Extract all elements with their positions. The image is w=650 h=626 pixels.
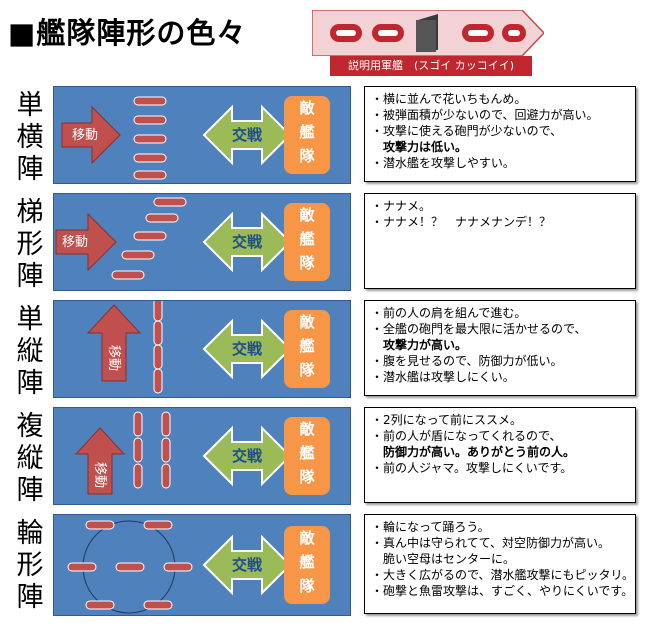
move-label: 移動 [92, 462, 107, 488]
enemy-fleet-box: 敵艦隊 [284, 526, 330, 604]
formation-name-line-ahead: 単縦陣 [16, 304, 44, 399]
enemy-fleet-box: 敵艦隊 [284, 417, 330, 495]
engage-label: 交戦 [232, 340, 263, 358]
move-label: 移動 [62, 235, 88, 250]
formation-note-line-abreast: ・横に並んで花いちもんめ。 ・被弾面積が少ないので、回避力が高い。 ・攻撃に使え… [364, 86, 636, 182]
formation-panel-line-abreast: 移動 交戦 敵艦隊 [53, 86, 351, 184]
formation-name-double-line: 複縦陣 [16, 411, 44, 506]
ships-line-abreast [133, 96, 167, 180]
engage-label: 交戦 [232, 126, 263, 144]
formation-panel-double-line: 移動 交戦 敵艦隊 [53, 407, 351, 505]
engage-label: 交戦 [232, 447, 263, 465]
formation-panel-echelon: 移動 交戦 敵艦隊 [53, 193, 351, 291]
move-arrow-icon [55, 212, 117, 272]
ships-echelon [111, 197, 187, 280]
enemy-fleet-box: 敵艦隊 [284, 203, 330, 281]
ships-line-ahead [153, 301, 163, 394]
formation-note-ring: ・輪になって踊ろう。 ・真ん中は守られてて、対空防御力が高い。 脆い空母はセンタ… [364, 514, 636, 614]
engage-label: 交戦 [232, 233, 263, 251]
move-arrow-icon [61, 105, 121, 165]
ships-double-line [133, 411, 171, 489]
enemy-fleet-box: 敵艦隊 [284, 96, 330, 174]
formation-name-ring: 輪形陣 [16, 518, 44, 613]
formation-panel-ring: 交戦 敵艦隊 [53, 514, 351, 616]
formation-note-echelon: ・ナナメ。 ・ナナメ！？ ナナメナンデ！？ [364, 193, 636, 289]
formation-name-echelon: 梯形陣 [16, 197, 44, 292]
formation-note-double-line: ・2列になって前にススメ。 ・前の人が盾になってくれるので、 防御力が高い。あり… [364, 407, 636, 503]
example-warship-icon [312, 10, 544, 56]
engage-label: 交戦 [232, 556, 263, 574]
move-arrow-icon [86, 304, 142, 382]
move-label: 移動 [106, 345, 121, 371]
legend-caption: 説明用軍艦 (スゴイ カッコイイ) [330, 56, 532, 76]
ships-ring [67, 520, 193, 610]
enemy-fleet-box: 敵艦隊 [284, 310, 330, 388]
formation-panel-line-ahead: 移動 交戦 敵艦隊 [53, 300, 351, 398]
formation-name-line-abreast: 単横陣 [16, 90, 44, 185]
move-arrow-icon [74, 427, 126, 495]
formation-note-line-ahead: ・前の人の肩を組んで進む。 ・全艦の砲門を最大限に活かせるので、 攻撃力が高い。… [364, 300, 636, 396]
page-title: ■艦隊陣形の色々 [8, 16, 247, 50]
move-label: 移動 [72, 128, 98, 143]
